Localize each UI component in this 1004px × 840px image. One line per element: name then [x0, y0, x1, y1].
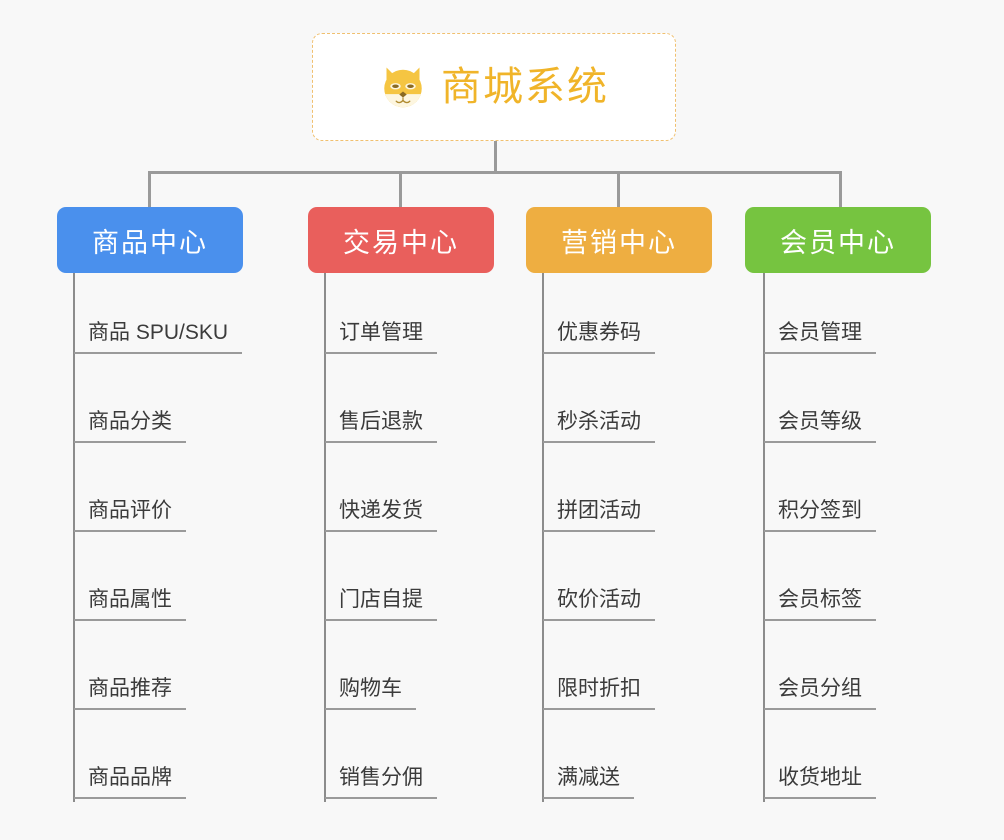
leaf-item[interactable]: 拼团活动	[543, 500, 655, 532]
leaf-label: 收货地址	[764, 767, 876, 799]
leaf-label: 订单管理	[325, 322, 437, 354]
leaf-label: 会员管理	[764, 322, 876, 354]
category-header-4[interactable]: 会员中心	[745, 207, 931, 273]
leaf-label: 商品评价	[74, 500, 186, 532]
leaf-item[interactable]: 会员标签	[764, 589, 876, 621]
leaf-item[interactable]: 限时折扣	[543, 678, 655, 710]
leaf-item[interactable]: 商品品牌	[74, 767, 186, 799]
leaf-item[interactable]: 商品推荐	[74, 678, 186, 710]
category-header-3[interactable]: 营销中心	[526, 207, 712, 273]
dog-face-icon	[379, 63, 427, 111]
category-header-2-label: 交易中心	[343, 227, 459, 258]
leaf-item[interactable]: 快递发货	[325, 500, 437, 532]
leaf-label: 砍价活动	[543, 589, 655, 621]
category-header-3-label: 营销中心	[561, 227, 677, 258]
leaf-item[interactable]: 积分签到	[764, 500, 876, 532]
leaf-label: 限时折扣	[543, 678, 655, 710]
leaf-item[interactable]: 门店自提	[325, 589, 437, 621]
leaf-label: 购物车	[325, 678, 416, 710]
leaf-item[interactable]: 销售分佣	[325, 767, 437, 799]
leaf-label: 会员标签	[764, 589, 876, 621]
leaf-label: 会员等级	[764, 411, 876, 443]
leaf-label: 积分签到	[764, 500, 876, 532]
leaf-label: 商品属性	[74, 589, 186, 621]
leaf-item[interactable]: 会员管理	[764, 322, 876, 354]
leaf-item[interactable]: 会员等级	[764, 411, 876, 443]
leaf-item[interactable]: 售后退款	[325, 411, 437, 443]
leaf-item[interactable]: 优惠券码	[543, 322, 655, 354]
leaf-item[interactable]: 购物车	[325, 678, 416, 710]
horizontal-bus-line	[148, 171, 842, 174]
leaf-item[interactable]: 商品 SPU/SKU	[74, 322, 243, 354]
leaf-label: 商品品牌	[74, 767, 186, 799]
leaf-item[interactable]: 商品属性	[74, 589, 186, 621]
leaf-item[interactable]: 商品分类	[74, 411, 186, 443]
leaf-label: 售后退款	[325, 411, 437, 443]
leaf-label: 快递发货	[325, 500, 437, 532]
drop-line-2	[399, 171, 402, 209]
category-header-2[interactable]: 交易中心	[308, 207, 494, 273]
drop-line-3	[617, 171, 620, 209]
leaf-item[interactable]: 会员分组	[764, 678, 876, 710]
leaf-label: 满减送	[543, 767, 634, 799]
root-node[interactable]: 商城系统	[312, 33, 676, 141]
category-header-4-label: 会员中心	[780, 227, 896, 258]
leaf-label: 商品推荐	[74, 678, 186, 710]
category-header-1[interactable]: 商品中心	[57, 207, 243, 273]
leaf-item[interactable]: 收货地址	[764, 767, 876, 799]
root-title: 商城系统	[441, 65, 609, 109]
leaf-label: 秒杀活动	[543, 411, 655, 443]
leaf-label: 优惠券码	[543, 322, 655, 354]
leaf-label: 会员分组	[764, 678, 876, 710]
leaf-label: 商品 SPU/SKU	[74, 322, 243, 354]
leaf-label: 拼团活动	[543, 500, 655, 532]
leaf-label: 销售分佣	[325, 767, 437, 799]
category-header-1-label: 商品中心	[92, 227, 208, 258]
drop-line-1	[148, 171, 151, 209]
leaf-label: 商品分类	[74, 411, 186, 443]
leaf-label: 门店自提	[325, 589, 437, 621]
leaf-item[interactable]: 秒杀活动	[543, 411, 655, 443]
drop-line-4	[839, 171, 842, 209]
root-stem-line	[494, 141, 497, 173]
leaf-item[interactable]: 满减送	[543, 767, 634, 799]
leaf-item[interactable]: 砍价活动	[543, 589, 655, 621]
leaf-item[interactable]: 商品评价	[74, 500, 186, 532]
leaf-item[interactable]: 订单管理	[325, 322, 437, 354]
